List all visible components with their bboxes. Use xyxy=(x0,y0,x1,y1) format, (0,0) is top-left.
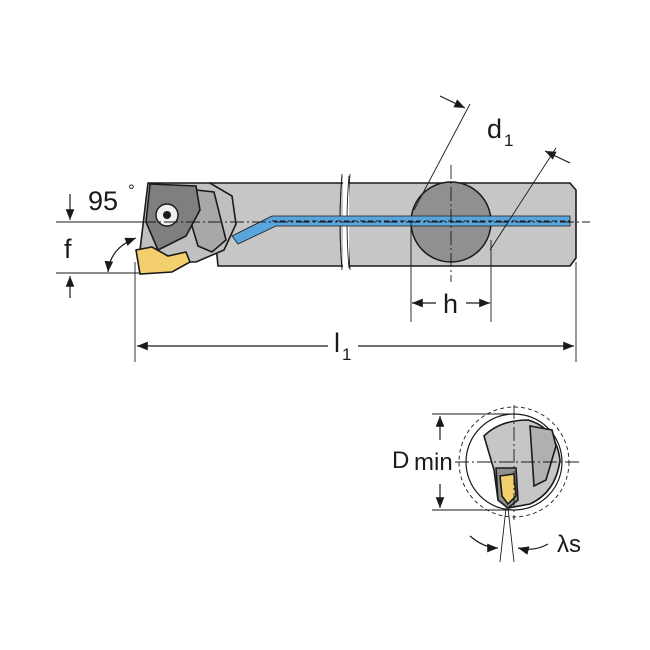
lambda-s-dimension: λs xyxy=(469,507,581,563)
dmin-dimension: D min xyxy=(392,413,514,511)
d1-label: d xyxy=(487,114,502,144)
f-dimension: f xyxy=(56,234,140,298)
l1-label: l xyxy=(334,328,340,358)
d1-dimension: d 1 xyxy=(413,95,571,251)
angle-label: 95 xyxy=(88,186,118,216)
f-label: f xyxy=(64,234,72,264)
tool-side-view xyxy=(120,165,590,282)
lambda-s-label: λs xyxy=(557,531,581,558)
h-dimension: h xyxy=(410,222,492,322)
angle-unit: ° xyxy=(128,181,135,200)
l1-subscript: 1 xyxy=(342,345,351,364)
l1-dimension: l 1 xyxy=(134,262,577,364)
dmin-label: D xyxy=(392,447,409,474)
tool-front-view xyxy=(455,405,580,520)
coolant-channel xyxy=(231,215,571,245)
angle-dimension: 95 ° xyxy=(56,181,150,273)
dmin-subscript: min xyxy=(414,449,453,476)
d1-subscript: 1 xyxy=(504,131,513,150)
carbide-seat xyxy=(135,246,192,275)
h-label: h xyxy=(443,289,458,319)
